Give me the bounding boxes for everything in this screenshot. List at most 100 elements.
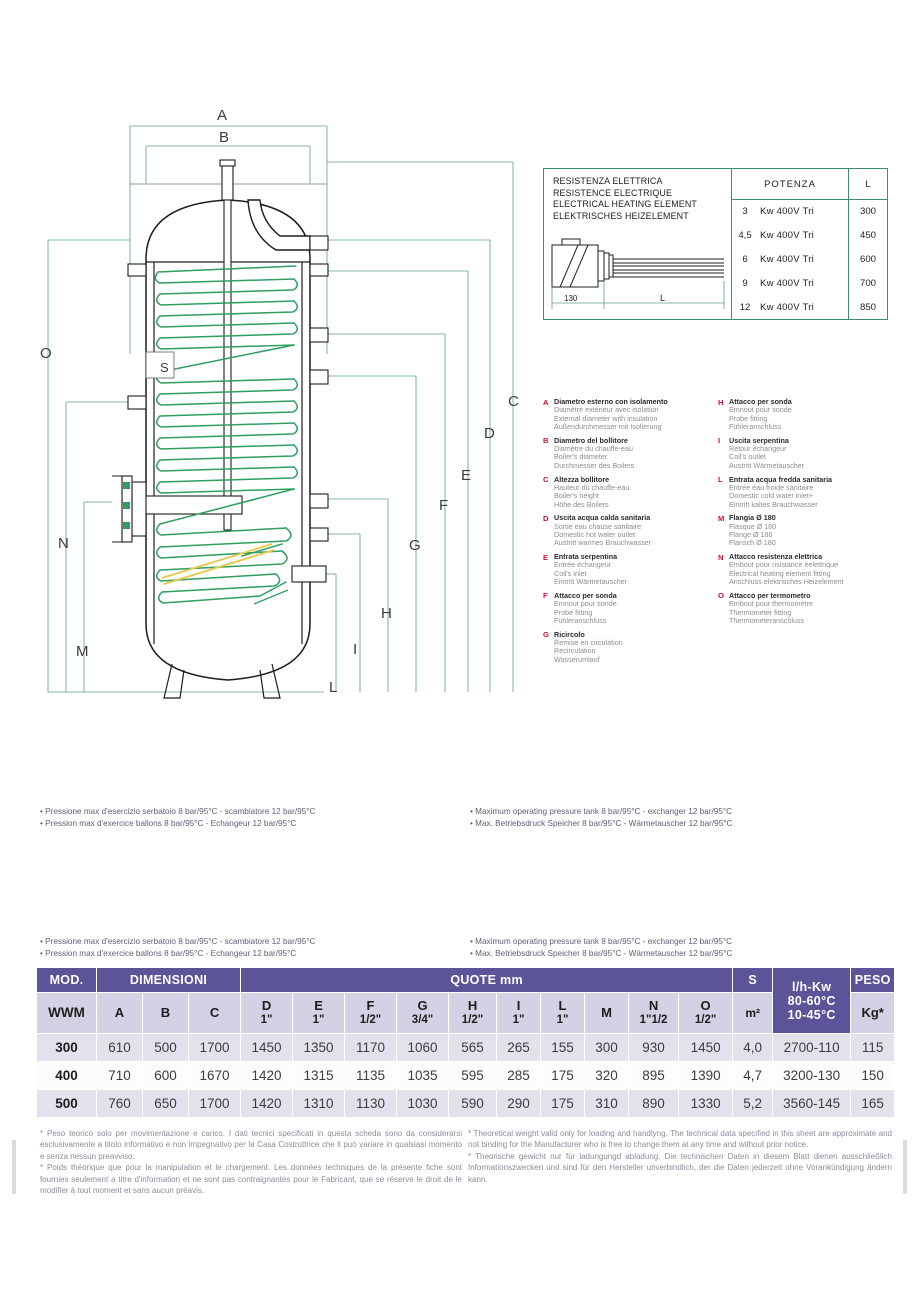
cell-l: 155	[540, 1033, 586, 1062]
heater-l: 700	[859, 277, 876, 289]
th-l-size: 1"	[556, 1014, 569, 1026]
legend-line-en: Electrical heating element fitting	[729, 568, 831, 578]
legend-line-en: Boiler's diameter	[554, 452, 608, 462]
th-c: C	[187, 992, 242, 1034]
dim-label-E: E	[461, 467, 471, 484]
th-s-unit: m²	[732, 992, 774, 1034]
legend-line-it: Attacco resistenza elettrica	[729, 552, 823, 562]
legend-line-fr: Sortie eau chause sanitaire	[554, 521, 642, 531]
legend-letter: N	[718, 552, 724, 562]
cell-peso: 115	[850, 1033, 896, 1062]
th-mod: MOD.	[36, 967, 97, 993]
legend-item-F: F Attacco per sonda Emnout pour sonde Pr…	[543, 591, 718, 625]
cell-c: 1670	[187, 1061, 242, 1090]
th-lhkw-title: l/h-Kw	[792, 979, 832, 994]
heater-kw: 12	[739, 301, 751, 313]
th-lhkw: l/h-Kw 80-60°C 10-45°C	[772, 967, 852, 1034]
legend-letter: I	[718, 436, 721, 446]
legend-line-en: Coil's inlet	[554, 568, 587, 578]
legend-line-de: Wasserumlauf	[554, 654, 600, 664]
legend-item-A: A Diametro esterno con isolamento Diamèt…	[543, 397, 718, 431]
th-lhkw-sub1: 80-60°C	[787, 993, 836, 1008]
cell-o: 1450	[678, 1033, 734, 1062]
th-i-size: 1"	[512, 1014, 525, 1026]
legend-letter: A	[543, 397, 549, 407]
legend-letter: O	[718, 591, 724, 601]
cell-a: 610	[96, 1033, 143, 1062]
th-peso-unit: Kg*	[850, 992, 896, 1034]
heater-title-en: ELECTRICAL HEATING ELEMENT	[553, 199, 697, 210]
cell-c: 1700	[187, 1089, 242, 1118]
legend-letter: H	[718, 397, 724, 407]
cell-m: 320	[584, 1061, 630, 1090]
cell-l: 175	[540, 1061, 586, 1090]
cell-f: 1170	[344, 1033, 398, 1062]
legend-line-it: Flangia Ø 180	[729, 513, 776, 523]
cell-m: 300	[584, 1033, 630, 1062]
dim-label-S: S	[160, 360, 169, 375]
th-e-size: 1"	[312, 1014, 325, 1026]
legend-letter: G	[543, 630, 549, 640]
heater-title-fr: RESISTENCE ELECTRIQUE	[553, 187, 673, 198]
cell-lhkw: 3560-145	[772, 1089, 852, 1118]
legend-line-de: Eintritt kaltes Brauchwasser	[729, 499, 818, 509]
cell-h: 590	[448, 1089, 498, 1118]
heater-kw: 6	[742, 253, 748, 265]
legend-item-L: L Entrata acqua fredda sanitaria Entrée …	[718, 475, 898, 509]
cell-g: 1035	[396, 1061, 450, 1090]
legend-line-it: Entrata serpentina	[554, 552, 618, 562]
cell-peso: 150	[850, 1061, 896, 1090]
left-edge-mark	[12, 1140, 16, 1194]
cell-a: 710	[96, 1061, 143, 1090]
heater-spec: Kw 400V Tri	[760, 230, 814, 242]
legend-line-en: External diameter with insulation	[554, 413, 658, 423]
heater-spec: Kw 400V Tri	[760, 277, 814, 289]
th-a: A	[96, 992, 143, 1034]
dim-label-I: I	[353, 641, 357, 658]
dim-label-A: A	[217, 107, 227, 124]
heating-element-titles: RESISTENZA ELETTRICA RESISTENCE ELECTRIQ…	[544, 169, 732, 319]
heater-kw: 9	[742, 277, 748, 289]
pressure-note-it: Pressione max d'esercizio serbatoio 8 ba…	[40, 936, 315, 948]
legend-item-O: O Attacco per termometro Embout pour the…	[718, 591, 898, 625]
cell-s: 4,0	[732, 1033, 774, 1062]
cell-h: 565	[448, 1033, 498, 1062]
heating-element-diagram: 130 L	[548, 231, 728, 320]
dim-label-G: G	[409, 537, 421, 554]
th-quote: QUOTE mm	[240, 967, 734, 993]
footnote-en: * Theoretical weight valid only for load…	[468, 1129, 892, 1150]
legend-line-fr: Hauteur du chauffe-eau	[554, 482, 630, 492]
legend-letter: C	[543, 475, 549, 485]
th-h-size: 1/2"	[461, 1014, 484, 1026]
legend-line-fr: Entrée eau froide sanitaire	[729, 482, 814, 492]
legend-line-en: Thermometer fitting	[729, 607, 792, 617]
heating-element-panel: RESISTENZA ELETTRICA RESISTENCE ELECTRIQ…	[543, 168, 888, 320]
legend-line-it: Attacco per sonda	[729, 397, 792, 406]
pressure-note-de: Max. Betriebsdruck Speicher 8 bar/95°C -…	[470, 948, 732, 960]
table-row: 300 610 500 1700 1450 1350 1170 1060 565…	[36, 1033, 896, 1062]
cell-i: 265	[496, 1033, 542, 1062]
pressure-notes-lower-left: Pressione max d'esercizio serbatoio 8 ba…	[40, 936, 315, 959]
dim-label-B: B	[219, 129, 229, 146]
th-n-size: 1"1/2	[639, 1014, 668, 1026]
heater-kw: 3	[742, 206, 748, 218]
legend-line-fr: Embout pour thermomètre	[729, 599, 813, 609]
th-g-letter: G	[417, 998, 428, 1013]
footnote-fr: * Poids théorique que pour la manipulati…	[40, 1163, 462, 1196]
legend-letter: L	[718, 475, 723, 485]
th-peso: PESO	[850, 967, 896, 993]
cell-c: 1700	[187, 1033, 242, 1062]
legend-line-en: Domestic hot water outlet	[554, 529, 636, 539]
th-o-letter: O	[700, 998, 711, 1013]
pressure-note-fr: Pression max d'exercice ballons 8 bar/95…	[40, 818, 315, 830]
cell-g: 1030	[396, 1089, 450, 1118]
cell-e: 1310	[292, 1089, 346, 1118]
legend-line-it: Uscita acqua calda sanitaria	[554, 513, 651, 523]
